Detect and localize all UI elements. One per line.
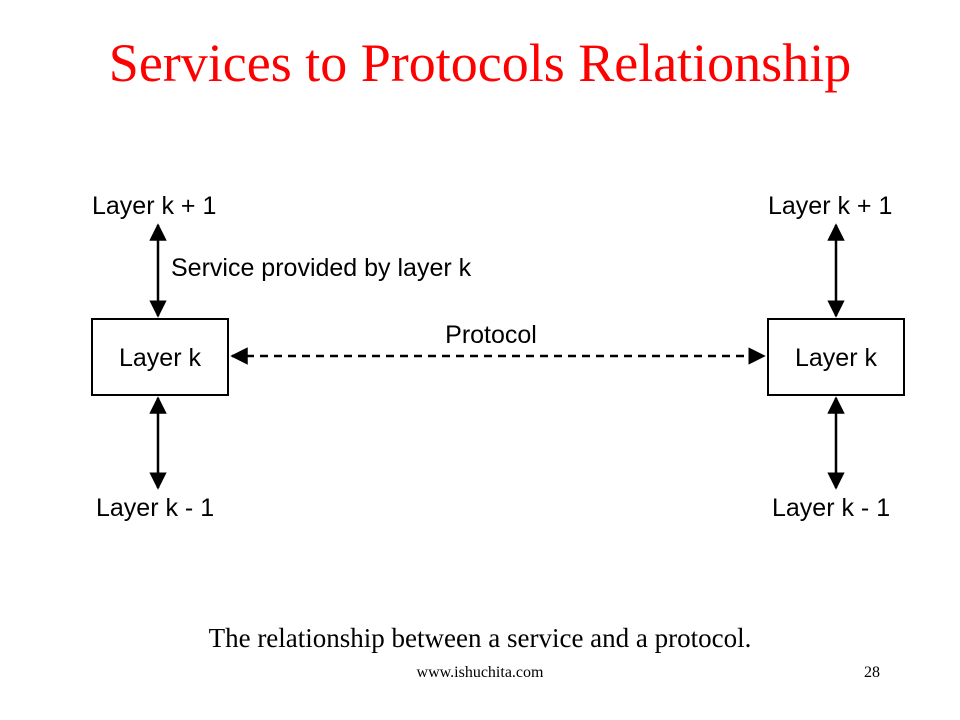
left-layer-box: [91, 318, 229, 396]
right-lower-layer-label: Layer k - 1: [772, 494, 890, 522]
page-number: 28: [864, 664, 880, 681]
slide-title: Services to Protocols Relationship: [108, 33, 852, 93]
left-upper-layer-label: Layer k + 1: [92, 192, 216, 220]
figure-caption: The relationship between a service and a…: [208, 623, 752, 653]
right-upper-layer-label: Layer k + 1: [768, 192, 892, 220]
service-provided-label: Service provided by layer k: [171, 254, 472, 282]
left-lower-layer-label: Layer k - 1: [96, 494, 214, 522]
right-layer-box: [767, 318, 905, 396]
protocol-label: Protocol: [445, 321, 537, 349]
footer-url: www.ishuchita.com: [416, 664, 544, 681]
left-layer-label: Layer k: [119, 344, 201, 372]
right-layer-label: Layer k: [795, 344, 877, 372]
